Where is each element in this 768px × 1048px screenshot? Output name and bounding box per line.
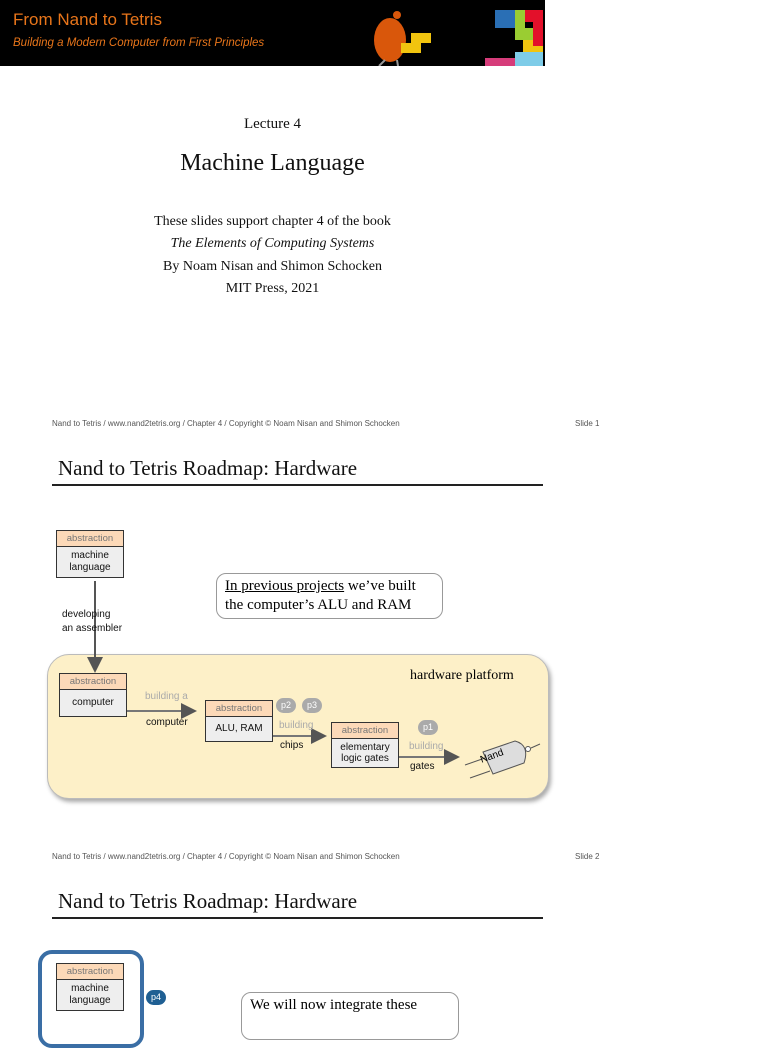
slide-footer: Nand to Tetris / www.nand2tetris.org / C…	[52, 852, 400, 861]
banner-title: From Nand to Tetris	[13, 10, 162, 29]
computer-box: abstraction computer	[59, 673, 127, 717]
lecture-number: Lecture 4	[243, 116, 302, 132]
title-rule	[52, 917, 543, 919]
abstraction-label: abstraction	[57, 964, 123, 980]
slide-number: Slide 1	[575, 419, 600, 428]
book-title: The Elements of Computing Systems	[170, 236, 375, 251]
project-badge-p3[interactable]: p3	[302, 698, 322, 713]
building-a-label: building a	[145, 691, 188, 702]
tetris-logo-icon	[374, 10, 543, 66]
callout-bubble: We will now integrate these	[241, 992, 459, 1040]
title-rule	[52, 484, 543, 486]
slide-number: Slide 2	[575, 852, 600, 861]
callout-text-2: the computer’s ALU and RAM	[225, 597, 412, 613]
gates-label: gates	[410, 761, 435, 772]
slide-footer: Nand to Tetris / www.nand2tetris.org / C…	[52, 419, 400, 428]
callout-bubble: In previous projects we’ve built the com…	[216, 573, 443, 619]
computer-label: computer	[72, 697, 114, 708]
building-label: building	[279, 720, 314, 731]
course-banner: From Nand to Tetris Building a Modern Co…	[0, 0, 545, 66]
project-badge-p4[interactable]: p4	[146, 990, 166, 1005]
lecture-title: Machine Language	[180, 150, 365, 176]
slide-title: Nand to Tetris Roadmap: Hardware	[58, 889, 358, 913]
alu-ram-label: ALU, RAM	[215, 723, 263, 734]
project-badge-p1[interactable]: p1	[418, 720, 438, 735]
slide-title: Nand to Tetris Roadmap: Hardware	[58, 456, 358, 480]
hardware-platform-area	[47, 654, 549, 799]
callout-text: we’ve built	[344, 578, 416, 594]
publisher: MIT Press, 2021	[225, 281, 320, 296]
abstraction-label: abstraction	[57, 531, 123, 547]
abstraction-label: abstraction	[60, 674, 126, 690]
previous-projects-link[interactable]: In previous projects	[225, 578, 345, 594]
book-line: These slides support chapter 4 of the bo…	[154, 214, 391, 229]
building-gates-label: building	[409, 741, 444, 752]
nand-gate-icon	[464, 740, 541, 779]
banner-subtitle: Building a Modern Computer from First Pr…	[13, 37, 265, 49]
abstraction-label: abstraction	[206, 701, 272, 717]
computer-arrow-label: computer	[146, 717, 188, 728]
abstraction-label: abstraction	[332, 723, 398, 739]
platform-label: hardware platform	[410, 668, 514, 683]
project-badge-p2[interactable]: p2	[276, 698, 296, 713]
chips-label: chips	[280, 740, 304, 751]
authors: By Noam Nisan and Shimon Schocken	[163, 259, 382, 274]
